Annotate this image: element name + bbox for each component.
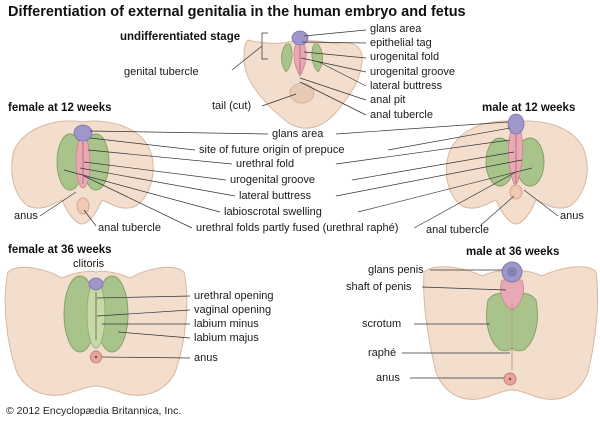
undiff-glans [291, 30, 309, 46]
label-12wk-urogenital-groove: urogenital groove [230, 174, 316, 186]
stage-label-male-12: male at 12 weeks [482, 102, 576, 114]
label-12wk-glans-area: glans area [272, 128, 324, 140]
m36-anus-center [508, 377, 512, 381]
label-anal-pit: anal pit [370, 94, 406, 106]
f12-glans [73, 124, 93, 142]
leader-f12-prepuce [89, 137, 196, 151]
undiff-tail-cut [289, 82, 315, 104]
label-undiff-glans-area: glans area [370, 23, 422, 35]
leader-f12-urethral-fused [83, 175, 193, 229]
female-36-weeks-figure [4, 266, 188, 396]
leader-f36-urethral-opening [96, 295, 191, 299]
leader-lines [39, 29, 559, 379]
label-tail-cut: tail (cut) [212, 100, 252, 112]
leader-m12-anus [523, 189, 559, 217]
leader-m36-shaft [421, 286, 507, 291]
label-urethral-fold: urethral fold [236, 158, 295, 170]
male-36-weeks-figure [423, 261, 599, 400]
leader-f36-labium-majus [117, 331, 191, 339]
label-urethral-opening: urethral opening [194, 290, 274, 302]
stage-label-female-12: female at 12 weeks [8, 102, 112, 114]
leader-undiff-urogenital-fold [303, 51, 367, 59]
leader-tail-cut [261, 93, 297, 107]
label-genital-tubercle: genital tubercle [124, 66, 199, 78]
label-glans-penis: glans penis [368, 264, 424, 276]
label-raphe: raphé [368, 347, 397, 359]
label-shaft-of-penis: shaft of penis [346, 281, 412, 293]
leader-f12-urethral-fold [87, 149, 233, 165]
stage-label-female-36: female at 36 weeks [8, 244, 112, 256]
leader-f12-glans [89, 130, 269, 135]
label-undiff-urogenital-groove: urogenital groove [370, 66, 456, 78]
label-12wk-lateral-buttress: lateral buttress [239, 190, 312, 202]
leader-f12-urogenital-groove [83, 161, 227, 181]
leader-m12-urethral-fused [413, 171, 517, 229]
f36-clitoris [88, 277, 104, 291]
f36-anus-center [94, 355, 98, 359]
leader-m12-prepuce [387, 127, 511, 151]
leader-f12-anal-tubercle [83, 209, 97, 227]
label-labium-majus: labium majus [194, 332, 259, 344]
leader-f12-lateral-buttress [79, 167, 236, 197]
label-labium-minus: labium minus [194, 318, 259, 330]
leader-m12-glans [335, 121, 509, 135]
label-urogenital-fold: urogenital fold [370, 51, 440, 63]
label-undiff-lateral-buttress: lateral buttress [370, 80, 443, 92]
label-m12-anal-tubercle: anal tubercle [426, 224, 489, 236]
leader-f12-labioscrotal [63, 169, 221, 213]
label-vaginal-opening: vaginal opening [194, 304, 272, 316]
label-epithelial-tag: epithelial tag [370, 37, 432, 49]
label-m36-anus: anus [376, 372, 400, 384]
leader-m12-lateral-buttress [335, 159, 523, 197]
undiff-left-swelling [281, 43, 293, 73]
label-labioscrotal-swelling: labioscrotal swelling [224, 206, 322, 218]
leader-undiff-anal-pit [299, 77, 367, 101]
leader-m12-urethral-fold [335, 139, 511, 165]
leader-m12-labioscrotal [357, 167, 533, 213]
label-urethral-folds-fused: urethral folds partly fused (urethral ra… [196, 222, 399, 234]
leader-undiff-epithelial-tag [301, 41, 367, 44]
copyright-notice: © 2012 Encyclopædia Britannica, Inc. [6, 405, 182, 417]
f12-anal-tubercle [76, 197, 90, 215]
leader-m12-urogenital-groove [351, 151, 515, 181]
label-f36-anus: anus [194, 352, 218, 364]
label-undiff-anal-tubercle: anal tubercle [370, 109, 433, 121]
leader-m12-anal-tubercle [479, 195, 515, 227]
female-12-weeks-figure [11, 120, 154, 225]
label-clitoris: clitoris [73, 258, 105, 270]
m36-glans-center [507, 267, 517, 277]
stage-label-male-36: male at 36 weeks [466, 246, 560, 258]
leader-undiff-urogenital-groove [300, 57, 367, 73]
leader-f36-anus [101, 356, 191, 359]
label-scrotum: scrotum [362, 318, 402, 330]
leader-f12-anus [39, 191, 77, 217]
leader-f36-vaginal-opening [96, 309, 191, 317]
male-12-weeks-figure [445, 113, 588, 225]
undiff-right-swelling [311, 43, 323, 73]
m12-anal-tubercle [509, 184, 523, 200]
leader-undiff-glans-area [303, 29, 367, 37]
label-site-of-prepuce: site of future origin of prepuce [199, 144, 345, 156]
label-f12-anus: anus [14, 210, 38, 222]
leader-undiff-lateral-buttress [318, 61, 367, 87]
diagram-title: Differentiation of external genitalia in… [8, 4, 466, 20]
label-m12-anus: anus [560, 210, 584, 222]
leader-genital-tubercle-bracket [231, 32, 268, 71]
leader-undiff-anal-tubercle [299, 81, 367, 116]
stage-label-undifferentiated: undifferentiated stage [120, 31, 241, 43]
label-f12-anal-tubercle: anal tubercle [98, 222, 161, 234]
m12-glans [507, 113, 525, 135]
